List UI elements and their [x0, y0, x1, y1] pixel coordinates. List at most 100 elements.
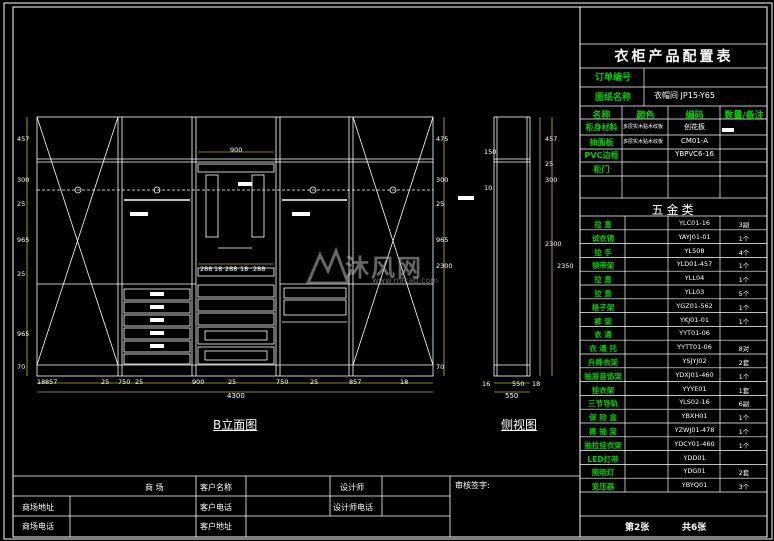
hardware-code: YLL04 — [684, 274, 705, 283]
hardware-qty: 8对 — [738, 345, 750, 354]
front-right-dim: 70 — [436, 363, 445, 371]
hardware-name: 格子架 — [591, 302, 615, 312]
hardware-name: 抽拉挂衣架 — [584, 440, 622, 450]
hardware-code: YYT01-06 — [679, 329, 710, 338]
drawer — [197, 326, 275, 345]
drawer — [197, 298, 275, 312]
hardware-qty: 5个 — [738, 290, 750, 298]
side-left-dim: 150 — [484, 148, 497, 156]
hardware-qty: 1套 — [738, 386, 750, 395]
hardware-code: YLS02-16 — [679, 398, 710, 407]
front-bottom-dim: 900 — [192, 378, 205, 386]
accessory-tag — [292, 212, 310, 216]
hardware-qty: 1个 — [738, 441, 750, 450]
front-left-dim: 25 — [17, 270, 26, 278]
hardware-name: LED灯带 — [587, 454, 619, 464]
front-bottom-dim: 750 — [276, 378, 289, 386]
side-total-width: 550 — [505, 392, 519, 400]
drawing-name-value: 衣帽间 JP15-Y65 — [654, 91, 715, 100]
hardware-code: YZWJ01-478 — [674, 426, 715, 434]
material-code: CM01-A — [681, 137, 708, 145]
material-name: 柜身材料 — [585, 123, 618, 132]
material-name: 抽面板 — [589, 138, 614, 147]
hardware-qty: 3副 — [738, 221, 750, 229]
hardware-name: 领带架 — [591, 261, 615, 271]
inner-border — [12, 6, 768, 538]
material-code: 创花板 — [684, 123, 705, 131]
material-color: 多层实木贴木纹板 — [623, 124, 664, 130]
hardware-qty: 6副 — [738, 400, 750, 409]
hardware-code: YLC01-16 — [678, 219, 711, 227]
accessory-tag — [150, 318, 164, 322]
front-inner-dim: 288 — [200, 265, 213, 273]
drawer — [123, 301, 191, 314]
hardware-name: 挂衣架 — [591, 385, 615, 395]
handle-icon — [153, 186, 161, 194]
hardware-qty: 1个 — [738, 414, 750, 423]
hardware-code: YDD01 — [683, 453, 706, 462]
watermark-url: www.mfcad.com — [372, 276, 439, 285]
drawer — [197, 284, 275, 298]
hardware-code: YSJYJ02 — [682, 357, 707, 365]
hardware-name: 拉 手 — [594, 247, 612, 257]
material-header-cell: 编码 — [685, 111, 704, 121]
front-right-dim: 965 — [436, 236, 449, 244]
accessory-tag — [150, 344, 164, 348]
handle-icon — [74, 186, 82, 194]
hardware-qty: 4个 — [738, 248, 750, 257]
front-bottom-dim: 18 — [400, 378, 409, 386]
lift-rail — [197, 163, 275, 173]
front-carcass-outline — [36, 116, 434, 377]
hardware-qty: 2套 — [738, 469, 750, 478]
front-right-dim: 300 — [436, 176, 449, 184]
hardware-qty: 1个 — [738, 262, 750, 271]
drawer-slot — [197, 267, 275, 277]
hardware-qty: 1个 — [738, 317, 750, 326]
side-left-dim: 10 — [484, 184, 493, 192]
watermark-text: 沐风网 — [345, 254, 423, 282]
side-right-dim: 2350 — [557, 262, 574, 270]
front-left-dim: 70 — [17, 363, 26, 371]
hardware-title: 五金类 — [651, 203, 697, 217]
hardware-qty: 1个 — [738, 372, 750, 381]
drawing-name-label: 图纸名称 — [594, 93, 631, 103]
door-cross-line — [36, 116, 119, 366]
side-bottom-dim: 16 — [482, 380, 491, 388]
hardware-name: 试衣镜 — [591, 233, 615, 243]
front-left-dim: 965 — [17, 330, 30, 338]
hardware-code: YYTT01-06 — [677, 343, 712, 352]
front-bottom-dim: 857 — [45, 378, 58, 386]
front-bottom-dim: 750 — [118, 378, 131, 386]
drawer-front — [204, 350, 268, 361]
designer-phone-label: 设计师电话 — [333, 503, 373, 512]
hardware-code: YLD01-457 — [676, 260, 713, 269]
front-bottom-dim: 25 — [135, 378, 144, 386]
accessory-tags — [130, 128, 734, 348]
order-number-label: 订单编号 — [594, 73, 631, 83]
drawer — [123, 327, 191, 340]
lift-arm — [205, 174, 219, 238]
front-view-label: B立面图 — [213, 418, 258, 432]
hardware-code: YBYQ01 — [681, 481, 708, 490]
front-elevation — [36, 116, 434, 377]
material-header-cell: 数量/备注 — [724, 111, 764, 121]
hardware-name: 拉 直 — [594, 275, 612, 285]
front-bottom-dim: 25 — [228, 378, 237, 386]
front-right-dim: 25 — [436, 200, 445, 208]
drawer — [197, 346, 275, 365]
front-dimension-lines — [26, 117, 445, 393]
front-inner-dim: 900 — [230, 146, 243, 154]
hardware-code: YKJ01-01 — [679, 315, 710, 324]
hardware-name: 裤 架 — [594, 316, 612, 326]
client-name-label: 客户名称 — [200, 483, 232, 492]
side-view-label: 侧视图 — [501, 418, 538, 432]
material-name: 柜门 — [593, 165, 610, 174]
side-right-dim: 300 — [545, 176, 558, 184]
accessory-tag — [150, 305, 164, 309]
hardware-code: YL508 — [684, 246, 705, 255]
review-sign-label: 审核签字: — [455, 481, 490, 490]
hardware-name: 衣 通 托 — [589, 344, 617, 354]
front-inner-dim: 288 — [225, 265, 238, 273]
side-right-dim: 25 — [545, 160, 554, 168]
